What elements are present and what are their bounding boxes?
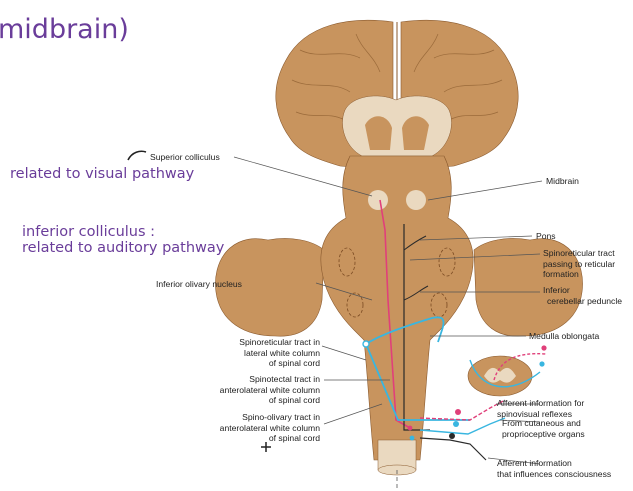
inferior-colliculus-note-line1: inferior colliculus : (22, 224, 155, 241)
label-spinotectal-tract: Spinotectal tract in anterolateral white… (220, 374, 320, 406)
label-spino-olivary-tract: Spino-olivary tract in anterolateral whi… (220, 412, 320, 444)
visual-pathway-note: related to visual pathway (10, 166, 194, 183)
label-afferent-spinovisual: Afferent information for spinovisual ref… (497, 398, 584, 419)
inferior-colliculus-note-line2: related to auditory pathway (22, 240, 224, 257)
label-afferent-consciousness: Afferent information that influences con… (497, 458, 611, 479)
label-spinoreticular-lateral: Spinoreticular tract in lateral white co… (239, 337, 320, 369)
superior-colliculus (368, 190, 388, 210)
label-cutaneous-proprioceptive: From cutaneous and proprioceptive organs (502, 418, 585, 439)
label-spinoreticular-tract: Spinoreticular tract passing to reticula… (543, 248, 615, 280)
label-medulla-oblongata: Medulla oblongata (529, 331, 599, 342)
page-title: midbrain) (0, 14, 129, 45)
label-pons: Pons (536, 231, 556, 242)
brainstem (321, 156, 473, 460)
label-inferior-olivary-nucleus: Inferior olivary nucleus (156, 279, 242, 290)
label-inferior-cerebellar-peduncle: Inferior cerebellar peduncle (543, 285, 622, 306)
label-superior-colliculus: Superior colliculus (150, 152, 220, 163)
label-midbrain: Midbrain (546, 176, 579, 187)
